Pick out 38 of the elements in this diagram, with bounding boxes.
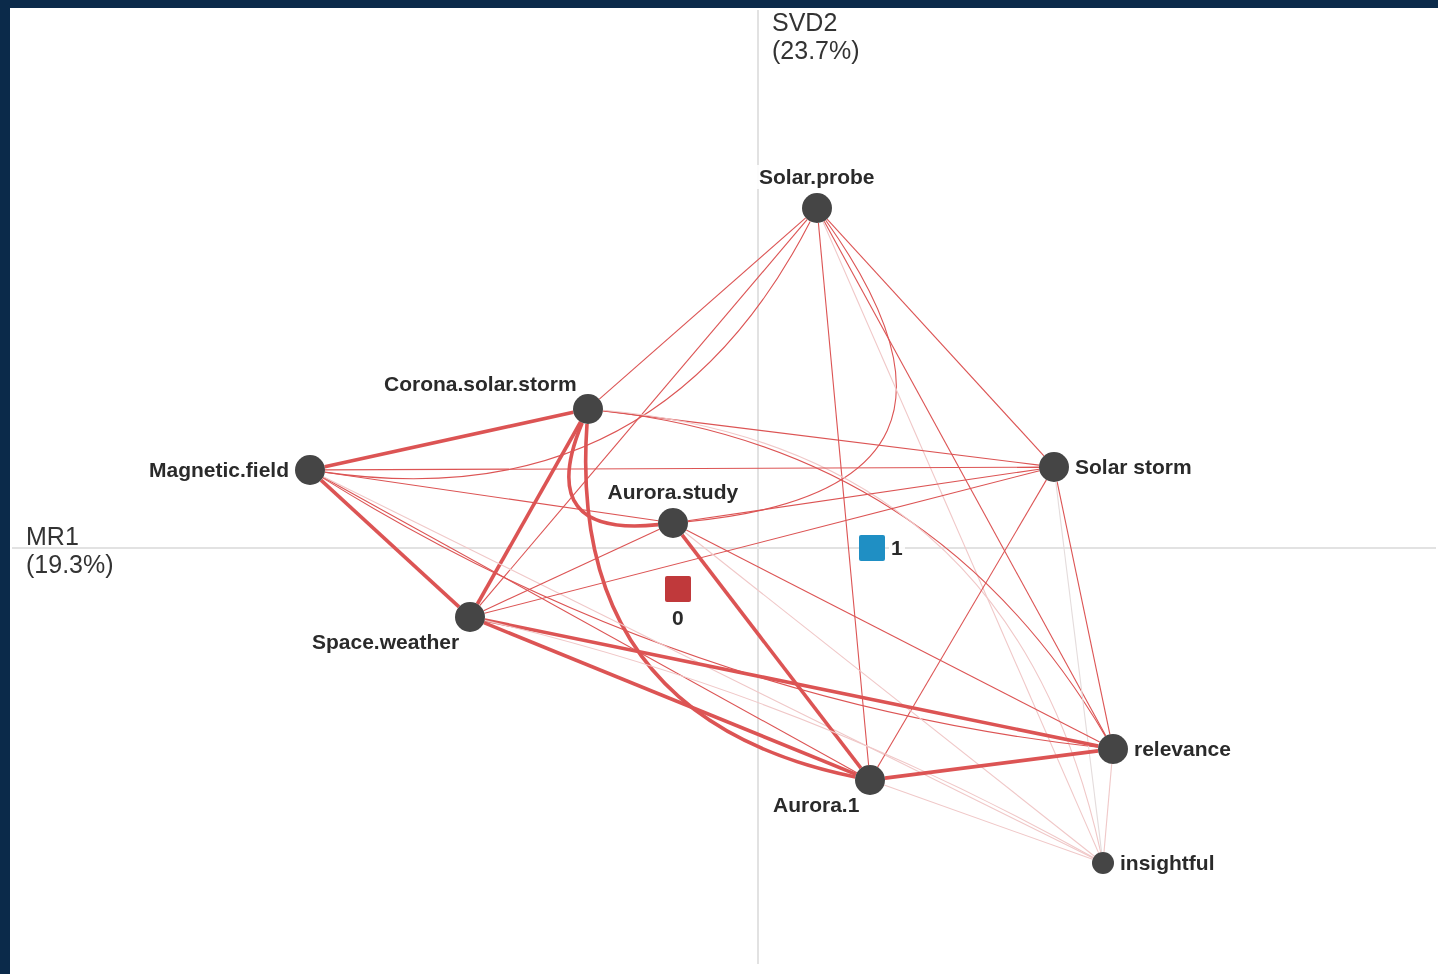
connector-line — [687, 468, 1040, 522]
connector-line — [822, 221, 1100, 854]
connector-line — [484, 618, 1099, 748]
axis-label: SVD2 (23.7%) — [772, 8, 861, 64]
connector-line — [884, 749, 1099, 780]
connector-line — [883, 784, 1094, 860]
connector-line — [602, 409, 1102, 853]
connector-line — [567, 422, 659, 528]
connector-line — [680, 533, 863, 770]
connector-line — [483, 470, 1041, 614]
connector-line — [602, 410, 1106, 737]
connector-line — [1056, 481, 1111, 735]
connector-line — [479, 218, 808, 607]
connector-line — [483, 621, 857, 776]
connector-line — [475, 421, 583, 605]
connector-line — [324, 466, 1040, 471]
connector-line — [826, 218, 1045, 457]
connector-line — [484, 619, 1094, 859]
connector-line — [598, 217, 807, 400]
connector-line — [583, 423, 856, 779]
connector-line — [322, 477, 1099, 748]
connector-line — [1103, 763, 1113, 853]
connector-line — [684, 531, 1095, 857]
connector-line — [1055, 481, 1103, 853]
connector-line — [687, 219, 897, 523]
node-label: Solar.probe — [757, 165, 877, 189]
connector-line — [324, 410, 574, 469]
connector-line — [685, 529, 1101, 743]
connector-line — [823, 220, 1107, 737]
connector-line — [877, 479, 1047, 768]
connector-line — [322, 476, 1094, 859]
connector-line — [602, 410, 1040, 466]
connector-line — [322, 476, 858, 774]
connector-line — [324, 471, 659, 522]
axis-label: MR1 (19.3%) — [26, 522, 115, 578]
connector-line — [319, 478, 461, 609]
connector-line — [483, 528, 660, 612]
connector-line — [817, 222, 870, 766]
